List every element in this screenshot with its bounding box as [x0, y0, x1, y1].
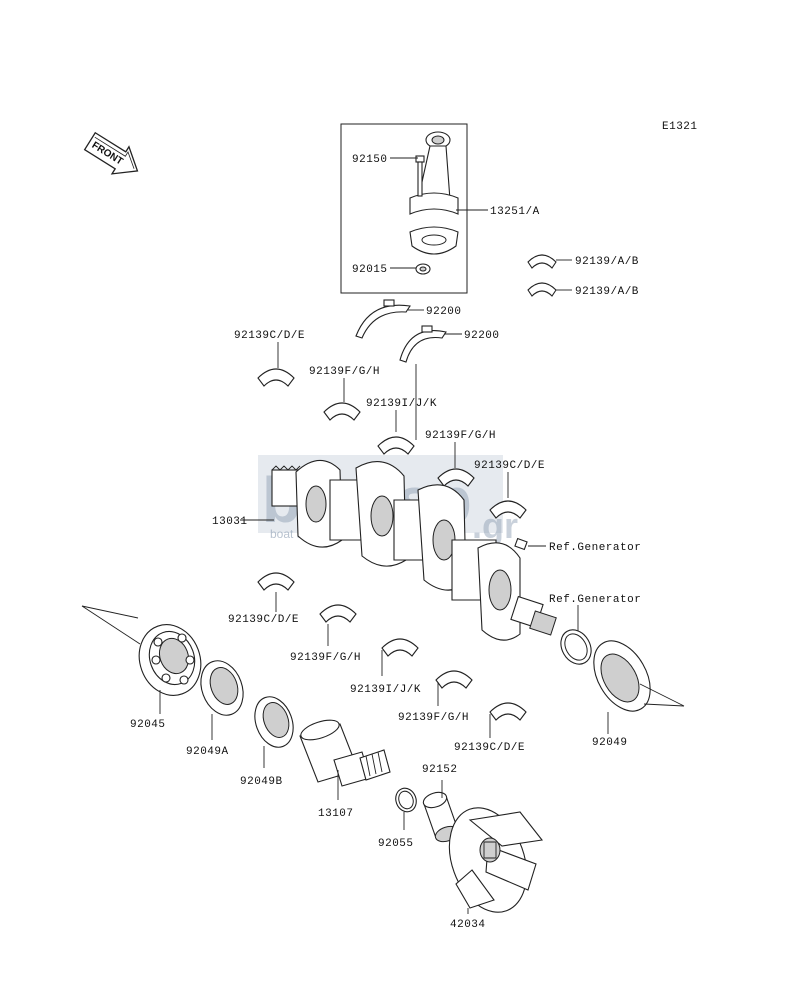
label-92139cde-3: 92139C/D/E: [228, 614, 299, 626]
o-ring-generator-side: [560, 629, 592, 665]
label-92152: 92152: [422, 764, 458, 776]
diagram-code: E1321: [662, 121, 698, 133]
label-92049b: 92049B: [240, 776, 283, 788]
oil-seal-92049b: [254, 696, 294, 748]
thrust-washer-92200-1: [355, 299, 411, 339]
bearing-shell-92139cde-2: [489, 500, 527, 519]
oil-seal-92049: [593, 640, 651, 712]
bearing-shell-92139ijk-2: [381, 638, 419, 657]
bearing-shell-92139ijk-1: [377, 436, 415, 455]
bearing-shell-92139ab-1: [527, 254, 557, 269]
label-ref-generator-2: Ref.Generator: [549, 594, 641, 606]
label-13251a: 13251/A: [490, 206, 540, 218]
bearing-shell-92139cde-1: [257, 368, 295, 387]
nut-92015: [415, 263, 431, 275]
oil-seal-92049a: [200, 660, 244, 716]
bearing-shell-92139ab-2: [527, 282, 557, 297]
label-92015: 92015: [352, 264, 388, 276]
bearing-shell-92139fgh-2: [437, 468, 475, 487]
label-92139fgh-1: 92139F/G/H: [309, 366, 380, 378]
bolt-92150: [415, 155, 425, 197]
label-92139cde-1: 92139C/D/E: [234, 330, 305, 342]
crankshaft-13031: [271, 459, 557, 641]
label-92139fgh-3: 92139F/G/H: [290, 652, 361, 664]
label-92139cde-4: 92139C/D/E: [454, 742, 525, 754]
label-92055: 92055: [378, 838, 414, 850]
label-92139ijk-1: 92139I/J/K: [366, 398, 437, 410]
woodruff-key: [514, 537, 528, 551]
label-92045: 92045: [130, 719, 166, 731]
label-92139ab-2: 92139/A/B: [575, 286, 639, 298]
bearing-shell-92139fgh-4: [435, 670, 473, 689]
label-42034: 42034: [450, 919, 486, 931]
connecting-rod-box: [340, 123, 468, 294]
label-92139cde-2: 92139C/D/E: [474, 460, 545, 472]
thrust-washer-92200-2: [399, 325, 447, 363]
label-92049a: 92049A: [186, 746, 229, 758]
ball-bearing-92045: [138, 624, 202, 696]
coupling-42034: [448, 807, 544, 913]
label-ref-generator-1: Ref.Generator: [549, 542, 641, 554]
label-92139ijk-2: 92139I/J/K: [350, 684, 421, 696]
label-92139ab-1: 92139/A/B: [575, 256, 639, 268]
label-13031: 13031: [212, 516, 248, 528]
bearing-shell-92139cde-4: [489, 702, 527, 721]
label-92200-2: 92200: [464, 330, 500, 342]
bearing-shell-92139cde-3: [257, 572, 295, 591]
label-92150: 92150: [352, 154, 388, 166]
label-92200-1: 92200: [426, 306, 462, 318]
bearing-shell-92139fgh-1: [323, 402, 361, 421]
label-13107: 13107: [318, 808, 354, 820]
front-arrow-icon: FRONT: [83, 131, 139, 175]
connecting-rod: [409, 131, 459, 255]
bearing-shell-92139fgh-3: [319, 604, 357, 623]
shaft-13107: [299, 719, 391, 787]
label-92139fgh-2: 92139F/G/H: [425, 430, 496, 442]
label-92139fgh-4: 92139F/G/H: [398, 712, 469, 724]
label-92049: 92049: [592, 737, 628, 749]
